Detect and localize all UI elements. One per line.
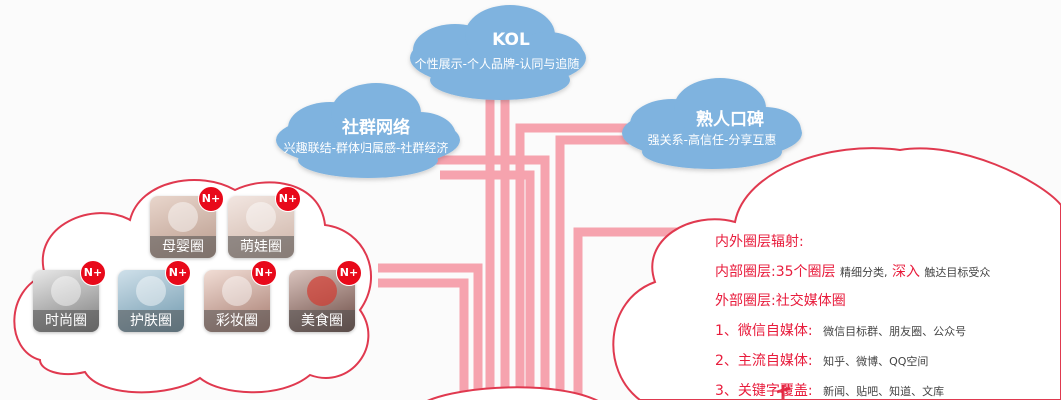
connector-wom-a (515, 123, 640, 400)
makeup-photo-icon (222, 276, 252, 306)
connector-left-a (378, 263, 483, 400)
inner-deep: 深入 (891, 264, 920, 280)
mother-baby-photo-icon (168, 202, 198, 232)
fashion-photo-icon (51, 276, 81, 306)
sprout-mark (776, 385, 791, 400)
tile-label: 母婴圈 (150, 236, 216, 258)
skincare-photo-icon (136, 276, 166, 306)
inner-detail-2: 触达目标受众 (924, 266, 991, 279)
connector-community-b (440, 170, 535, 400)
tile-label: 时尚圈 (33, 310, 99, 332)
radiation-heading: 内外圈层辐射: (715, 234, 804, 250)
connector-left-b (378, 278, 469, 400)
new-badge-icon: N+ (336, 260, 362, 286)
new-badge-icon: N+ (275, 186, 301, 212)
media-item-label: 3、关键字覆盖: (715, 383, 813, 399)
media-item-label: 1、微信自媒体: (715, 323, 813, 339)
tile-mother-baby[interactable]: 母婴圈 (150, 196, 216, 258)
inner-label: 内部圈层: (715, 264, 776, 280)
media-item-detail: 新闻、贴吧、知道、文库 (823, 385, 945, 398)
right-circle-cloud (612, 147, 1061, 400)
media-item-detail: 知乎、微博、QQ空间 (823, 355, 929, 368)
new-badge-icon: N+ (80, 260, 106, 286)
tile-label: 萌娃圈 (228, 236, 294, 258)
inner-circle-line: 内部圈层:35个圈层 精细分类, 深入 触达目标受众 (715, 261, 990, 281)
tile-skincare[interactable]: 护肤圈 (118, 270, 184, 332)
cute-kid-photo-icon (246, 202, 276, 232)
tile-label: 护肤圈 (118, 310, 184, 332)
community-cloud (276, 83, 460, 178)
outer-circle-line: 外部圈层:社交媒体圈 (715, 293, 846, 309)
media-item-label: 2、主流自媒体: (715, 353, 813, 369)
tile-label: 美食圈 (289, 310, 355, 332)
media-item: 2、主流自媒体: 知乎、微博、QQ空间 (715, 350, 928, 370)
media-item-detail: 微信目标群、朋友圈、公众号 (823, 325, 967, 338)
new-badge-icon: N+ (251, 260, 277, 286)
tile-label: 彩妆圈 (204, 310, 270, 332)
new-badge-icon: N+ (165, 260, 191, 286)
food-photo-icon (307, 276, 337, 306)
new-badge-icon: N+ (198, 186, 224, 212)
bottom-center-cloud (427, 386, 599, 400)
inner-count: 35个圈层 (775, 264, 836, 280)
connector-right (573, 227, 700, 400)
media-item: 1、微信自媒体: 微信目标群、朋友圈、公众号 (715, 320, 966, 340)
connector-lines (378, 95, 700, 400)
kol-cloud (410, 5, 586, 100)
inner-detail-1: 精细分类, (840, 266, 888, 279)
connector-community-a (420, 155, 550, 400)
connector-wom-b (555, 135, 640, 400)
word-of-mouth-cloud (622, 78, 802, 169)
media-item: 3、关键字覆盖: 新闻、贴吧、知道、文库 (715, 380, 944, 400)
